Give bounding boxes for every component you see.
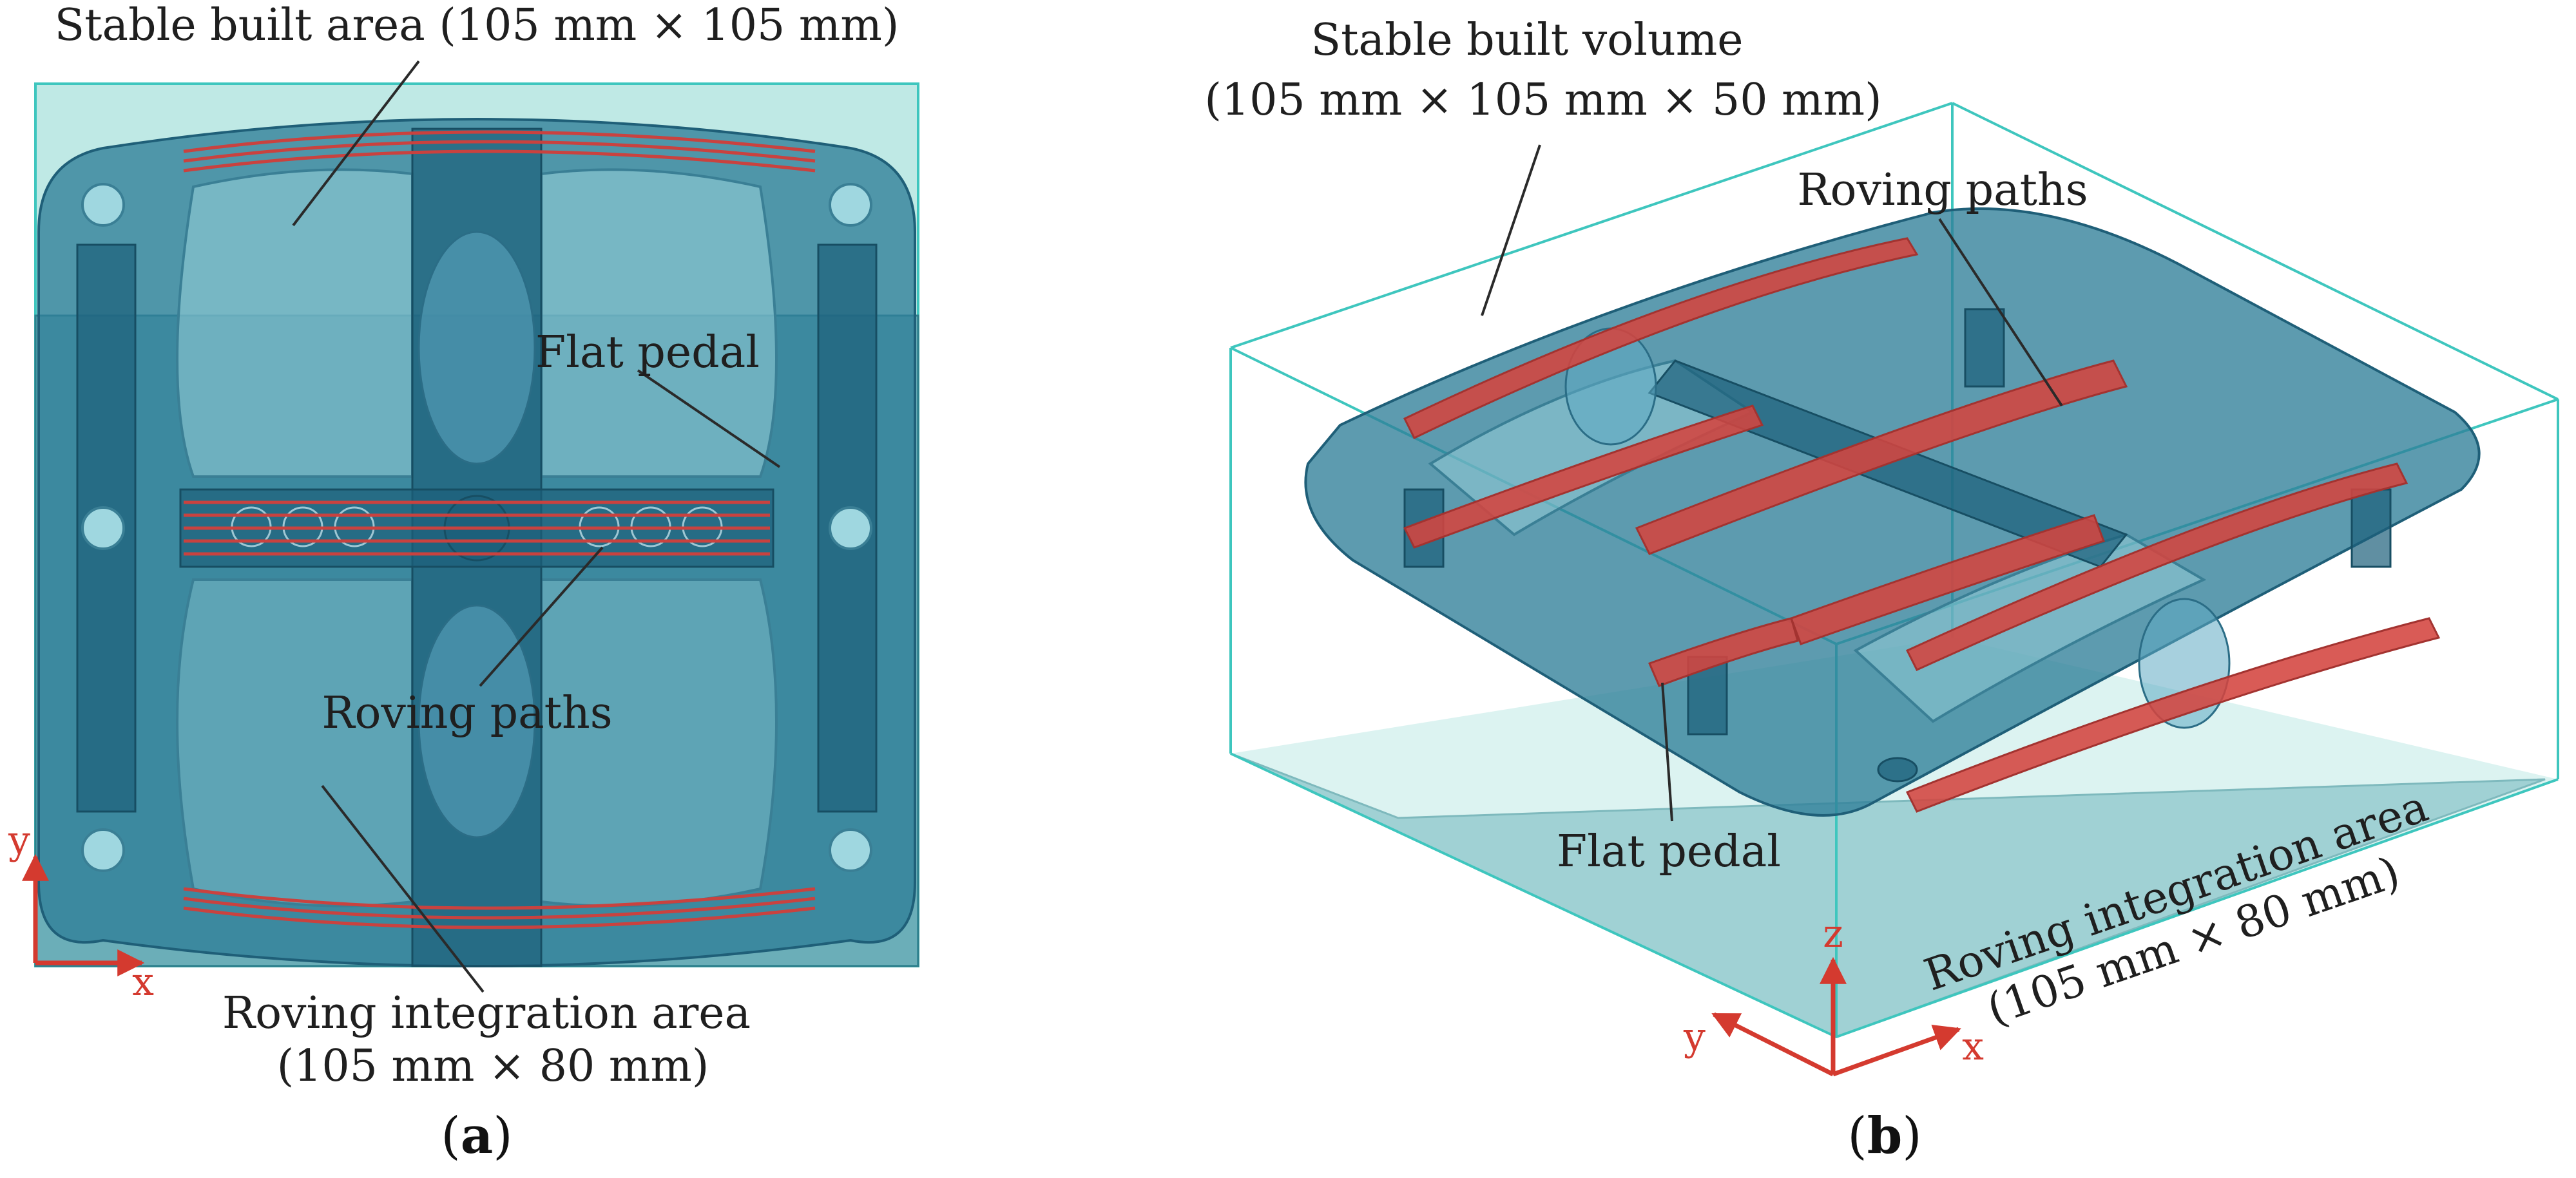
roving-paths-top <box>183 130 816 929</box>
label-stable-volume-line1: Stable built volume <box>1311 15 1744 66</box>
label-flat-pedal-b: Flat pedal <box>1557 826 1781 877</box>
leader-roving-paths-a <box>479 546 604 687</box>
pin-hole-icon <box>829 828 872 872</box>
roving-paths-3d <box>1403 237 2441 813</box>
pin-hole-icon <box>81 183 125 227</box>
axis-label-x-b: x <box>1962 1024 1984 1069</box>
stable-volume-floor <box>1231 638 2558 1037</box>
axis-label-y-a: y <box>8 818 30 863</box>
label-stable-volume-line2: (105 mm × 105 mm × 50 mm) <box>1204 75 1881 126</box>
x-axis-arrow-b <box>1832 1025 1961 1077</box>
axis-label-y-b: y <box>1683 1014 1706 1059</box>
leader-roving-area-a <box>321 784 485 993</box>
flat-pedal-top-view <box>37 118 916 967</box>
leader-flat-pedal-b <box>1661 682 1673 822</box>
caption-a: (a) <box>441 1107 512 1165</box>
axis-label-x-a: x <box>132 960 154 1005</box>
label-roving-area-a-line1: Roving integration area <box>222 988 751 1039</box>
y-axis-arrow-b <box>1711 1012 1834 1077</box>
caption-b: (b) <box>1847 1107 1921 1165</box>
axes-a: x y <box>8 818 154 1005</box>
axes-b: z x y <box>1683 911 1984 1077</box>
label-stable-built-area: Stable built area (105 mm × 105 mm) <box>55 0 899 51</box>
axis-label-z-b: z <box>1823 911 1843 956</box>
leader-stable-area <box>292 60 420 227</box>
panel-a: Stable built area (105 mm × 105 mm) Flat… <box>8 0 919 1165</box>
label-roving-paths-b: Roving paths <box>1797 165 2088 216</box>
pin-hole-icon <box>829 506 872 550</box>
panel-b: Stable built volume (105 mm × 105 mm × 5… <box>1204 15 2559 1165</box>
label-roving-paths-a: Roving paths <box>322 688 612 739</box>
leader-roving-paths-b <box>1938 218 2063 407</box>
label-flat-pedal-a: Flat pedal <box>535 327 760 378</box>
label-roving-area-a-line2: (105 mm × 80 mm) <box>277 1041 709 1092</box>
pin-hole-icon <box>829 183 872 227</box>
pin-hole-icon <box>81 828 125 872</box>
leader-flat-pedal-a <box>637 369 781 468</box>
leader-stable-volume <box>1481 144 1541 316</box>
pin-hole-icon <box>81 506 125 550</box>
